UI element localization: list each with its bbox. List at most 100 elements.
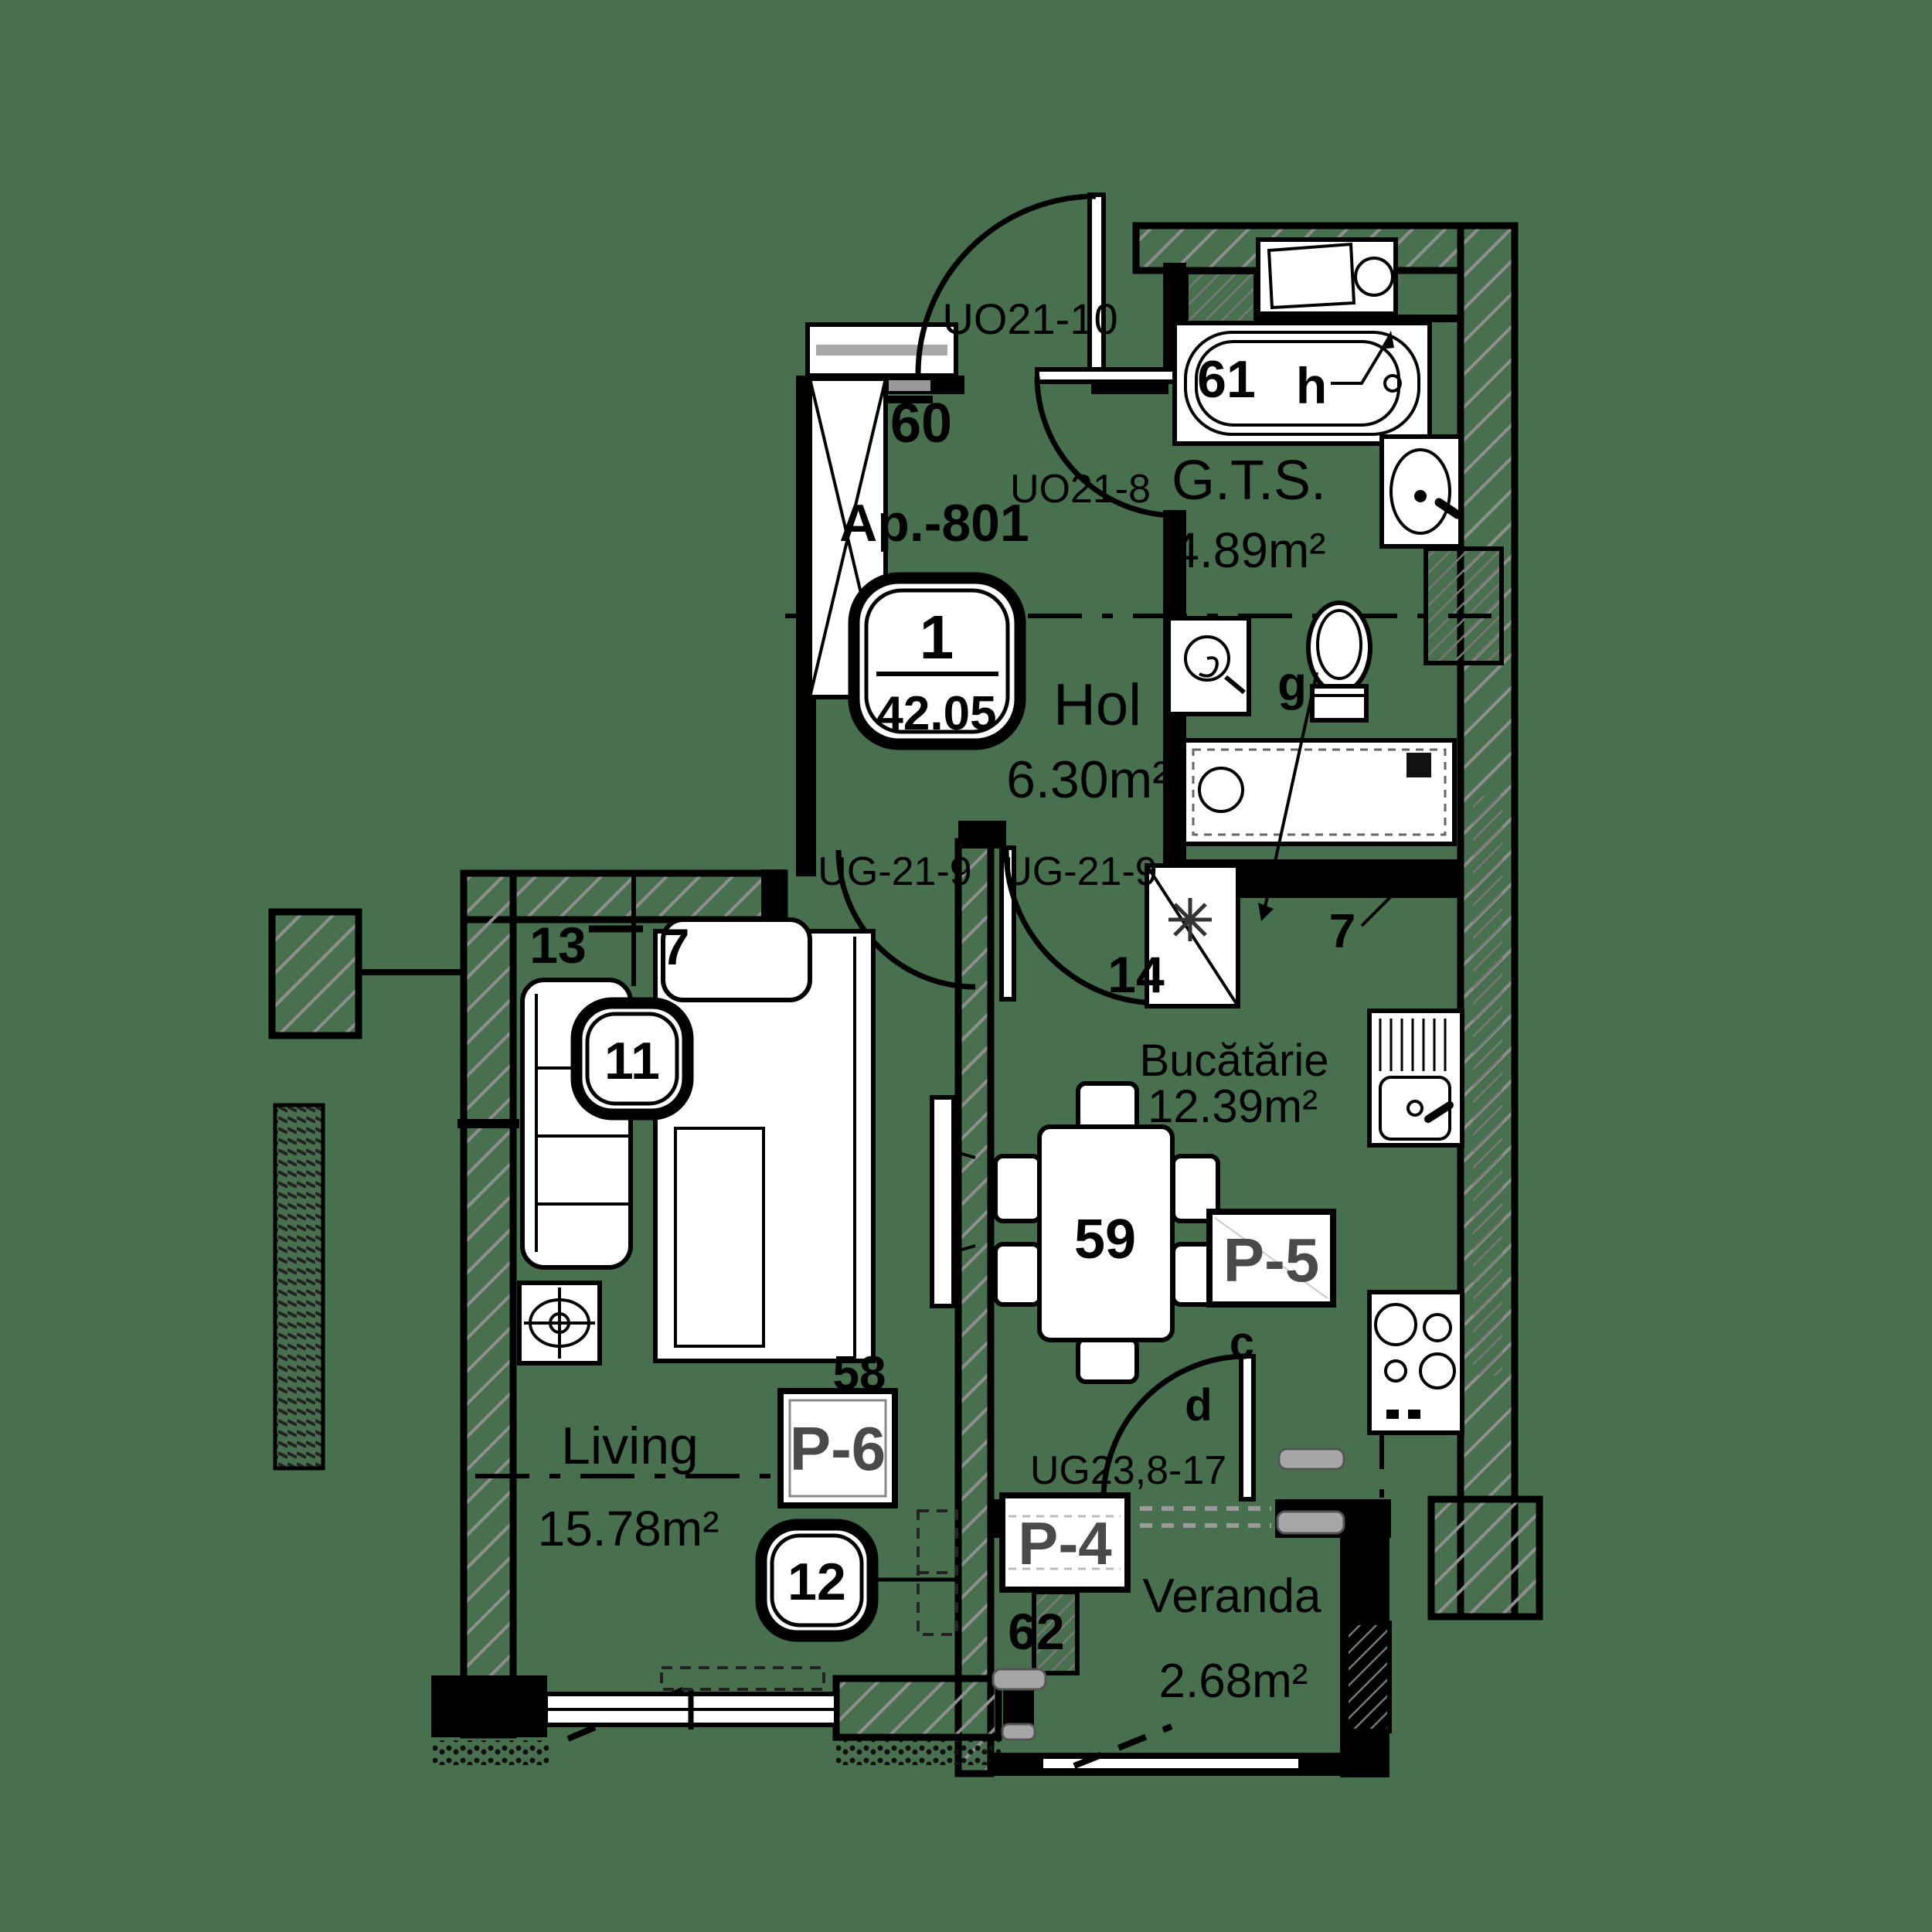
toilet <box>1306 600 1372 723</box>
wall-living-west <box>460 869 517 1739</box>
radiator-under-window <box>660 1666 825 1691</box>
living-door-code: UG-21-9 <box>818 849 971 894</box>
room-hol-area: 6.30m² <box>1006 750 1170 809</box>
faucet-arrow <box>1380 331 1394 349</box>
fixtures <box>517 237 1464 1741</box>
wardrobe-number: 60 <box>890 393 952 454</box>
chair-bottom <box>1076 1336 1139 1384</box>
badge-11: 11 <box>570 997 694 1121</box>
dim-living-right: 7 <box>662 918 690 975</box>
toilet-letter: g <box>1277 658 1307 711</box>
walls <box>268 222 1543 1777</box>
fridge-snowflake-icon <box>1168 898 1212 941</box>
bed-pillow <box>661 917 812 1002</box>
badge-12-label: 12 <box>787 1553 846 1611</box>
finish-tag-p6: P-6 <box>777 1388 898 1509</box>
water-heater <box>1166 616 1251 716</box>
stove <box>1367 1290 1464 1435</box>
room-living-name: Living <box>561 1417 699 1475</box>
room-veranda-area: 2.68m² <box>1159 1655 1308 1708</box>
windows <box>543 322 958 1730</box>
veranda-south-window <box>1043 1759 1298 1768</box>
sill-dots-left <box>433 1740 549 1765</box>
chair-left-1 <box>993 1154 1043 1223</box>
room-living-area: 15.78m² <box>538 1501 719 1556</box>
badge-12: 12 <box>755 1519 879 1642</box>
bathroom-door-swing-arc <box>1034 376 1177 519</box>
unit-badge: 1 42.05 <box>848 572 1026 750</box>
labels: UO21-10 60 Ap.-801 UO21-8 61 h G.T.S. 4.… <box>529 294 1355 1708</box>
unit-total-area: 42.05 <box>876 687 996 740</box>
veranda-door-leaf <box>1239 1354 1256 1502</box>
sill-dots-right <box>836 1740 1001 1765</box>
room-hol-name: Hol <box>1053 672 1141 738</box>
unit-number: 1 <box>920 603 954 672</box>
wall-right-bottom-block <box>1427 1495 1543 1621</box>
finish-tag-p4: P-4 <box>999 1492 1131 1593</box>
radiator-coil-west <box>273 1103 325 1471</box>
room-gts-name: G.T.S. <box>1172 450 1326 512</box>
bed <box>653 917 876 1363</box>
side-table <box>517 1281 602 1366</box>
bed-blanket <box>674 1127 765 1348</box>
veranda-sw-block <box>1003 1689 1034 1727</box>
dim-living-left: 13 <box>529 917 586 974</box>
section-marker-3 <box>992 1668 1047 1691</box>
dim-kitchen-right: 7 <box>1329 905 1355 958</box>
wall-living-south-corner <box>431 1675 547 1737</box>
section-marker-2 <box>1276 1510 1345 1535</box>
tv <box>930 1095 976 1308</box>
leader-toilet <box>1263 672 1318 911</box>
doors <box>835 192 1256 1502</box>
wall-right-insulation <box>1473 796 1502 1376</box>
finish-tag-p4-label: P-4 <box>1018 1509 1111 1577</box>
leader-toilet-arrow <box>1258 903 1274 921</box>
kitchen-number: 14 <box>1107 946 1165 1003</box>
bathtub-letter: h <box>1296 357 1327 414</box>
room-kitchen-area: 12.39m² <box>1148 1080 1318 1132</box>
leader-dim-7 <box>1360 872 1397 927</box>
badge-11-label: 11 <box>604 1032 660 1090</box>
room-kitchen-name: Bucătărie <box>1139 1036 1328 1086</box>
finish-tag-p6-label: P-6 <box>790 1414 886 1483</box>
veranda-door-letter-d: d <box>1185 1380 1212 1430</box>
window-entry-sill-gray <box>889 380 930 391</box>
kitchen-door-swing-arc <box>1003 849 1160 1006</box>
kitchen-door-code: UG-21-9 <box>1003 849 1157 894</box>
bathroom-door-code: UO21-8 <box>1010 467 1151 512</box>
finish-tag-p5-label: P-5 <box>1223 1226 1320 1294</box>
room-veranda-name: Veranda <box>1143 1570 1322 1623</box>
chair-left-2 <box>993 1242 1043 1307</box>
radiator-dashed <box>873 1509 958 1636</box>
bed-number: 58 <box>833 1347 886 1400</box>
window-opening-dash-veranda <box>1073 1723 1173 1769</box>
entry-door-swing-arc <box>915 193 1097 375</box>
window-entry-sill-black <box>886 396 933 403</box>
bathroom-sink <box>1379 434 1463 549</box>
fridge <box>1145 863 1240 1009</box>
veranda-door-swing-arc <box>1100 1353 1247 1500</box>
apartment-label: Ap.-801 <box>839 494 1029 553</box>
entry-door-code: UO21-10 <box>942 294 1117 343</box>
veranda-number: 62 <box>1008 1603 1064 1660</box>
veranda-west-insulation <box>1032 1590 1080 1675</box>
veranda-door-code: UG23,8-17 <box>1030 1448 1226 1493</box>
bathtub <box>1172 321 1432 446</box>
window-entry-glass <box>816 345 947 355</box>
wall-living-kitchen <box>954 838 995 1777</box>
kitchen-sink <box>1367 1009 1464 1148</box>
entry-door-leaf <box>1087 192 1106 378</box>
room-gts-area: 4.89m² <box>1172 522 1325 578</box>
table-number: 59 <box>1074 1209 1136 1270</box>
wall-living-north-jamb <box>761 869 787 920</box>
veranda-door-letter-c: c <box>1230 1318 1254 1368</box>
veranda-east-insulation <box>1344 1621 1392 1733</box>
column-outside-west <box>268 908 362 1039</box>
section-marker-4 <box>1001 1723 1036 1741</box>
washing-machine <box>1256 237 1461 322</box>
badges: 1 42.05 11 12 P-6 P-5 P-4 <box>570 572 1336 1642</box>
living-door-swing-arc <box>835 849 976 990</box>
wc-counter <box>1182 738 1457 846</box>
